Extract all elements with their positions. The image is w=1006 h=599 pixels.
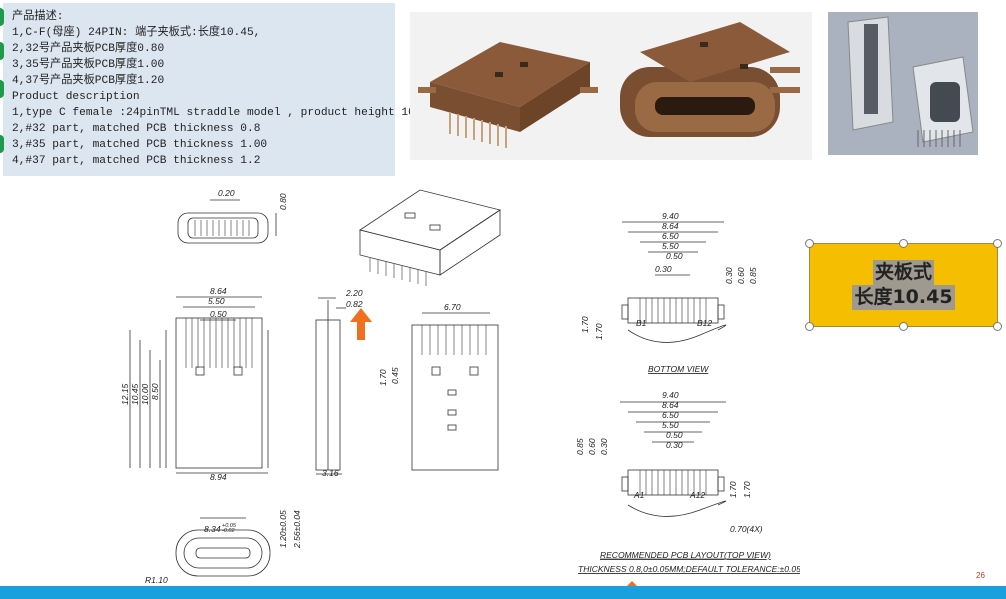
dim-label: B1 — [636, 318, 647, 328]
dim-label: 0.70(4X) — [730, 524, 763, 534]
dim-label: 6.50 — [662, 410, 679, 420]
technical-drawing: 0.20 0.80 8.64 5.50 0.50 12.15 10.45 10.… — [120, 188, 800, 585]
dim-label: 0.80 — [278, 193, 288, 210]
resize-handle[interactable] — [805, 239, 814, 248]
dim-label: 5.50 — [208, 296, 225, 306]
dim-label: 0.45 — [390, 367, 400, 384]
dim-label: 6.70 — [444, 302, 461, 312]
dim-label: 0.30 — [599, 438, 609, 455]
dim-label: 0.30 — [666, 440, 683, 450]
desc-line: 4,#37 part, matched PCB thickness 1.2 — [12, 155, 261, 167]
resize-handle[interactable] — [805, 322, 814, 331]
dim-label: 2.20 — [345, 288, 363, 298]
callout-box[interactable]: 夹板式 长度10.45 — [809, 243, 998, 327]
dim-label: 1.70 — [580, 316, 590, 333]
dim-label: 5.50 — [662, 241, 679, 251]
desc-line: 3,35号产品夹板PCB厚度1.00 — [12, 59, 165, 71]
dim-label: 8.94 — [210, 472, 227, 482]
dim-label: 0.60 — [736, 267, 746, 284]
dim-label: 10.00 — [140, 383, 150, 405]
dim-label: 8.64 — [662, 400, 679, 410]
dim-label: 0.60 — [587, 438, 597, 455]
resize-handle[interactable] — [899, 239, 908, 248]
resize-handle[interactable] — [993, 322, 1002, 331]
drawing-caption: RECOMMENDED PCB LAYOUT(TOP VIEW) — [600, 550, 771, 560]
dim-label: 12.15 — [120, 383, 130, 405]
desc-line: 2,#32 part, matched PCB thickness 0.8 — [12, 123, 261, 135]
drawing-caption: THICKNESS 0.8,0±0.05MM;DEFAULT TOLERANCE… — [578, 564, 800, 574]
view-title: BOTTOM VIEW — [648, 364, 709, 374]
callout-line: 长度10.45 — [852, 285, 955, 310]
edge-marker — [0, 135, 4, 153]
dim-label: 1.70 — [378, 369, 388, 386]
dim-label: 8.34 — [204, 524, 221, 534]
dim-label: 0.30 — [724, 267, 734, 284]
dim-label: 0.85 — [575, 438, 585, 455]
dim-label: 9.40 — [662, 211, 679, 221]
dim-label: 0.85 — [748, 267, 758, 284]
resize-handle[interactable] — [899, 322, 908, 331]
dim-label: 1.70 — [742, 481, 752, 498]
desc-line: 1,type C female :24pinTML straddle model… — [12, 107, 435, 119]
dim-label: -0.02 — [222, 528, 235, 534]
desc-line: 1,C-F(母座) 24PIN: 端子夹板式:长度10.45, — [12, 27, 261, 39]
footer-bar — [0, 586, 1006, 599]
edge-marker — [0, 8, 4, 26]
dim-label: R1.10 — [145, 575, 168, 585]
dim-label: 3.16 — [322, 468, 339, 478]
desc-line: Product description — [12, 91, 140, 103]
dim-label: 1.70 — [728, 481, 738, 498]
dim-label: 0.82 — [346, 299, 363, 309]
dim-label: 8.64 — [210, 286, 227, 296]
dim-label: 10.45 — [130, 383, 140, 405]
dim-label: 2.56±0.04 — [292, 510, 302, 549]
dim-label: 1.70 — [594, 323, 604, 340]
dim-label: 8.50 — [150, 383, 160, 400]
desc-line: 2,32号产品夹板PCB厚度0.80 — [12, 43, 165, 55]
dim-label: 0.50 — [666, 251, 683, 261]
dim-label: 1.20±0.05 — [278, 510, 288, 548]
desc-line: 4,37号产品夹板PCB厚度1.20 — [12, 75, 165, 87]
connector-photo — [828, 12, 978, 155]
connector-3d-render — [410, 12, 812, 160]
resize-handle[interactable] — [993, 239, 1002, 248]
page-number: 26 — [976, 571, 985, 580]
dim-label: +0.05 — [222, 523, 237, 529]
dim-label: 8.64 — [662, 221, 679, 231]
dim-label: 9.40 — [662, 390, 679, 400]
desc-line: 3,#35 part, matched PCB thickness 1.00 — [12, 139, 268, 151]
dim-label: A1 — [633, 490, 645, 500]
callout-line: 夹板式 — [872, 260, 934, 285]
dim-label: B12 — [697, 318, 712, 328]
edge-marker — [0, 42, 4, 60]
desc-line: 产品描述: — [12, 11, 64, 23]
up-arrow-icon — [350, 308, 372, 340]
dim-label: 0.30 — [655, 264, 672, 274]
dim-label: 6.50 — [662, 231, 679, 241]
dim-label: 0.20 — [218, 188, 235, 198]
dim-label: 0.50 — [666, 430, 683, 440]
dim-label: A12 — [689, 490, 705, 500]
dim-label: 0.50 — [210, 309, 227, 319]
edge-marker — [0, 80, 4, 98]
product-description-panel: 产品描述: 1,C-F(母座) 24PIN: 端子夹板式:长度10.45, 2,… — [3, 3, 435, 176]
dim-label: 5.50 — [662, 420, 679, 430]
